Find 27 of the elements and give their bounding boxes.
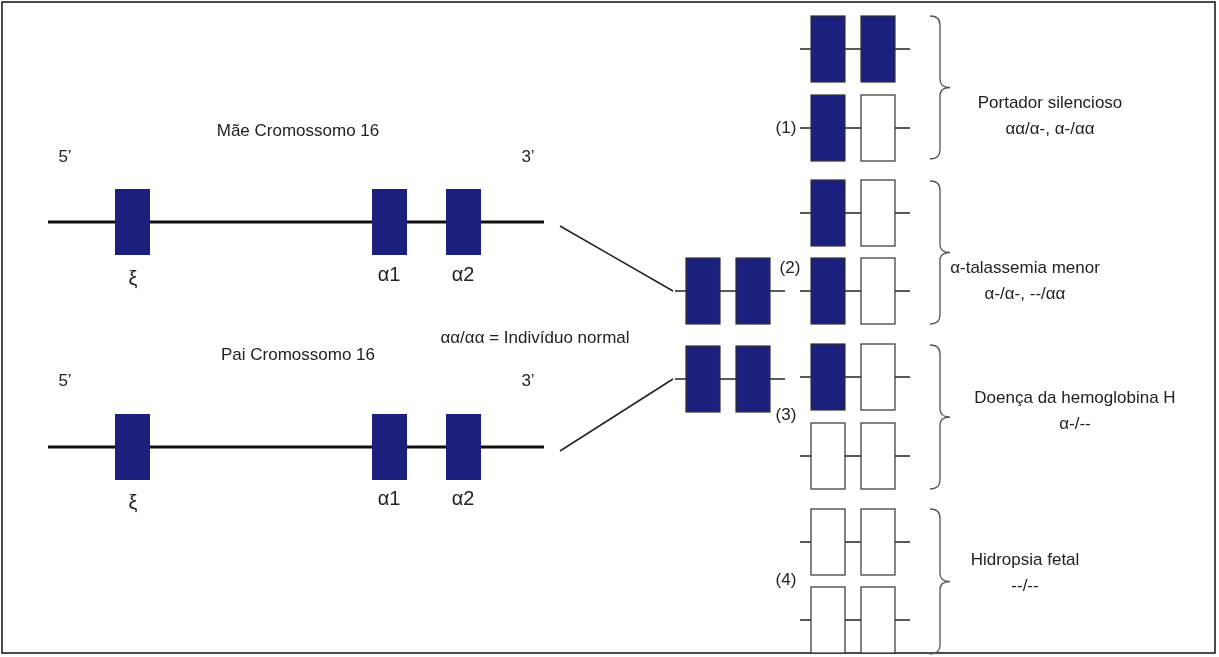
end-label: 3’: [521, 146, 535, 168]
genotype-notation: α-/--: [1059, 413, 1091, 435]
gene-label: ξ: [128, 266, 138, 290]
phenotype-label: Doença da hemoglobina H: [974, 387, 1176, 409]
genotype-label: αα/αα = Indivíduo normal: [440, 327, 630, 349]
connector-line: [559, 378, 674, 452]
gene-label: α2: [451, 486, 475, 510]
chromosome-title: Mãe Cromossomo 16: [215, 120, 381, 142]
phenotype-label: Portador silencioso: [977, 92, 1123, 114]
end-label: 5’: [58, 370, 72, 392]
panel-number: (1): [775, 117, 797, 139]
genotype-notation: αα/α-, α-/αα: [1005, 118, 1095, 140]
gene-label: ξ: [128, 490, 138, 514]
chromosome-title: Pai Cromossomo 16: [220, 344, 376, 366]
phenotype-label: α-talassemia menor: [950, 257, 1100, 279]
connector-line: [559, 225, 674, 292]
gene-label: α1: [377, 262, 401, 286]
phenotype-label: Hidropsia fetal: [970, 549, 1080, 571]
gene-label: α2: [451, 262, 475, 286]
end-label: 5’: [58, 146, 72, 168]
panel-number: (2): [779, 257, 801, 279]
panel-number: (4): [775, 569, 797, 591]
genotype-notation: --/--: [1011, 575, 1039, 597]
end-label: 3’: [521, 370, 535, 392]
genotype-notation: α-/α-, --/αα: [984, 283, 1066, 305]
gene-label: α1: [377, 486, 401, 510]
panel-number: (3): [775, 404, 797, 426]
